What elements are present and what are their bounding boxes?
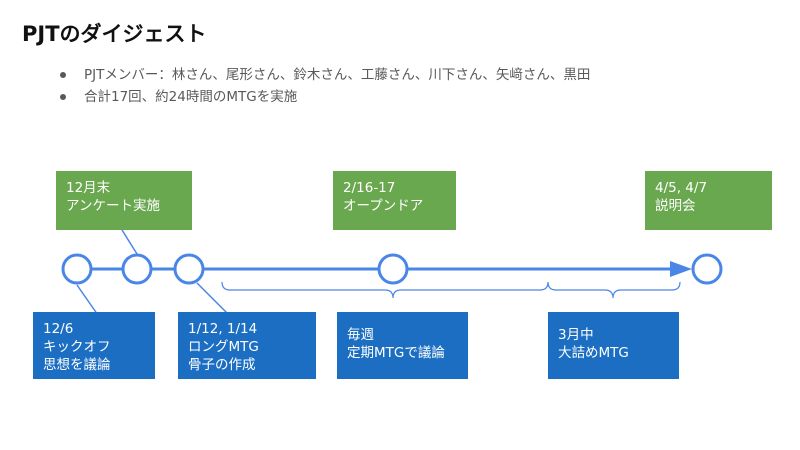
event-open-door-label: オープンドア xyxy=(343,198,424,214)
event-survey-date: 12月末 xyxy=(66,180,111,196)
event-final-mtg-date: 3月中 xyxy=(558,327,594,343)
event-box-weekly: 毎週 定期MTGで議論 xyxy=(337,312,468,379)
event-box-long-mtg: 1/12, 1/14 ロングMTG 骨子の作成 xyxy=(178,312,316,379)
brace-march xyxy=(547,281,681,299)
milestone-circle-5 xyxy=(691,253,723,285)
milestone-circle-2 xyxy=(121,253,153,285)
event-long-mtg-title: ロングMTG xyxy=(188,339,259,355)
milestone-circle-3 xyxy=(173,253,205,285)
event-kickoff-detail: 思想を議論 xyxy=(43,357,111,373)
timeline-arrowhead xyxy=(670,261,692,277)
bullet-members: PJTメンバー：林さん、尾形さん、鈴木さん、工藤さん、川下さん、矢﨑さん、黒田 xyxy=(58,64,590,86)
milestone-circle-4 xyxy=(377,253,409,285)
event-long-mtg-date: 1/12, 1/14 xyxy=(188,321,258,337)
event-final-mtg-detail: 大詰めMTG xyxy=(558,345,629,361)
event-box-open-door: 2/16-17 オープンドア xyxy=(333,171,456,230)
event-weekly-detail: 定期MTGで議論 xyxy=(347,345,445,361)
event-kickoff-title: キックオフ xyxy=(43,339,111,355)
milestone-circle-1 xyxy=(61,253,93,285)
event-box-survey: 12月末 アンケート実施 xyxy=(56,171,192,230)
event-long-mtg-detail: 骨子の作成 xyxy=(188,357,256,373)
event-briefing-date: 4/5, 4/7 xyxy=(655,180,708,196)
event-box-final-mtg: 3月中 大詰めMTG xyxy=(548,312,679,379)
event-box-briefing: 4/5, 4/7 説明会 xyxy=(645,171,772,230)
event-kickoff-date: 12/6 xyxy=(43,321,74,337)
connector-green-1 xyxy=(121,229,138,255)
event-open-door-date: 2/16-17 xyxy=(343,180,396,196)
bullet-meetings: 合計17回、約24時間のMTGを実施 xyxy=(58,86,590,108)
event-survey-label: アンケート実施 xyxy=(66,198,160,214)
brace-weekly xyxy=(221,281,549,299)
event-box-kickoff: 12/6 キックオフ 思想を議論 xyxy=(33,312,155,379)
event-weekly-label: 毎週 xyxy=(347,327,374,343)
slide-title: PJTのダイジェスト xyxy=(22,22,207,46)
event-briefing-label: 説明会 xyxy=(655,198,696,214)
bullet-list: PJTメンバー：林さん、尾形さん、鈴木さん、工藤さん、川下さん、矢﨑さん、黒田 … xyxy=(58,64,590,108)
